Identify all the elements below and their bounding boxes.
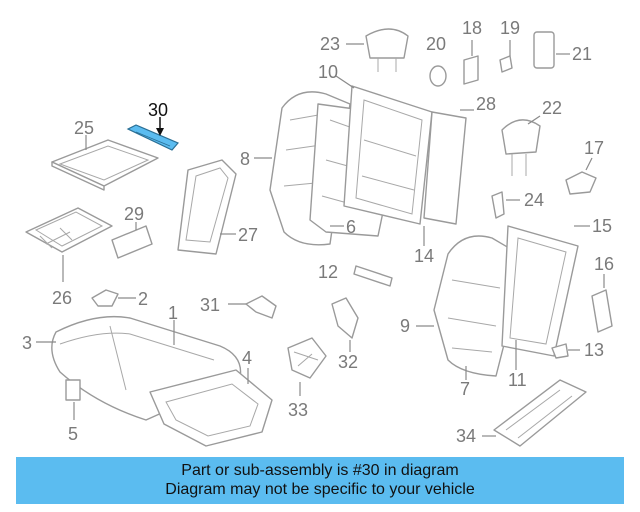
info-banner: Part or sub-assembly is #30 in diagram D… [16,457,624,504]
banner-line-2: Diagram may not be specific to your vehi… [165,481,475,498]
callout-27: 27 [238,225,258,245]
part-19-bolt[interactable] [499,55,513,73]
part-32[interactable] [331,297,359,339]
callout-19: 19 [500,18,520,38]
callout-3: 3 [22,333,32,353]
part-23-headrest[interactable] [365,28,409,72]
callout-14: 14 [414,246,434,266]
callout-11: 11 [508,370,527,390]
callout-7: 7 [460,379,470,399]
part-21[interactable] [533,31,555,69]
callout-5: 5 [68,424,78,444]
callout-32: 32 [338,352,358,372]
part-18[interactable] [463,55,479,85]
callout-28: 28 [476,94,496,114]
part-25-board[interactable] [51,139,159,191]
callout-30: 30 [148,100,168,120]
leader-30-arrow [156,128,164,136]
banner-line-1: Part or sub-assembly is #30 in diagram [181,462,459,479]
callout-10: 10 [318,62,338,82]
callout-25: 25 [74,118,94,138]
callout-2: 2 [138,289,148,309]
callout-23: 23 [320,34,340,54]
part-20-cap[interactable] [429,65,447,87]
part-16[interactable] [591,289,613,333]
part-2[interactable] [91,289,119,307]
part-4-cushion-frame[interactable] [149,369,273,447]
part-22-headrest[interactable] [501,119,541,176]
callout-33: 33 [288,400,308,420]
callout-15: 15 [592,216,612,236]
callout-16: 16 [594,254,614,274]
callout-20: 20 [426,34,446,54]
callout-22: 22 [542,98,562,118]
callout-8: 8 [240,149,250,169]
part-12-pin[interactable] [353,265,393,287]
part-24-bolt[interactable] [491,191,505,219]
exploded-parts-diagram: 1 2 3 4 5 6 7 8 9 10 11 12 13 14 15 16 1… [22,18,614,447]
part-5-clip[interactable] [65,379,81,401]
callout-9: 9 [400,316,410,336]
callout-13: 13 [584,340,604,360]
callout-31: 31 [200,295,220,315]
callout-21: 21 [572,44,592,64]
part-17[interactable] [565,171,597,195]
part-26-bracket[interactable] [25,207,113,253]
callout-18: 18 [462,18,482,38]
part-34-trim[interactable] [493,379,587,447]
callout-29: 29 [124,204,144,224]
part-29[interactable] [111,225,153,259]
callout-6: 6 [346,217,356,237]
part-13-clip[interactable] [551,343,569,359]
callout-17: 17 [584,138,604,158]
callout-26: 26 [52,288,72,308]
part-30-highlighted[interactable] [126,124,179,151]
part-11-frame[interactable] [501,225,579,357]
callout-4: 4 [242,348,252,368]
part-27-frame[interactable] [177,159,237,255]
callout-12: 12 [318,262,338,282]
callout-labels: 1 2 3 4 5 6 7 8 9 10 11 12 13 14 15 16 1… [22,18,614,446]
callout-34: 34 [456,426,476,446]
callout-1: 1 [168,303,178,323]
part-10-seat-back-frame[interactable] [343,85,433,225]
part-33-bracket[interactable] [287,337,327,379]
part-28-panel[interactable] [423,111,467,225]
part-31[interactable] [245,295,277,319]
callout-24: 24 [524,190,544,210]
